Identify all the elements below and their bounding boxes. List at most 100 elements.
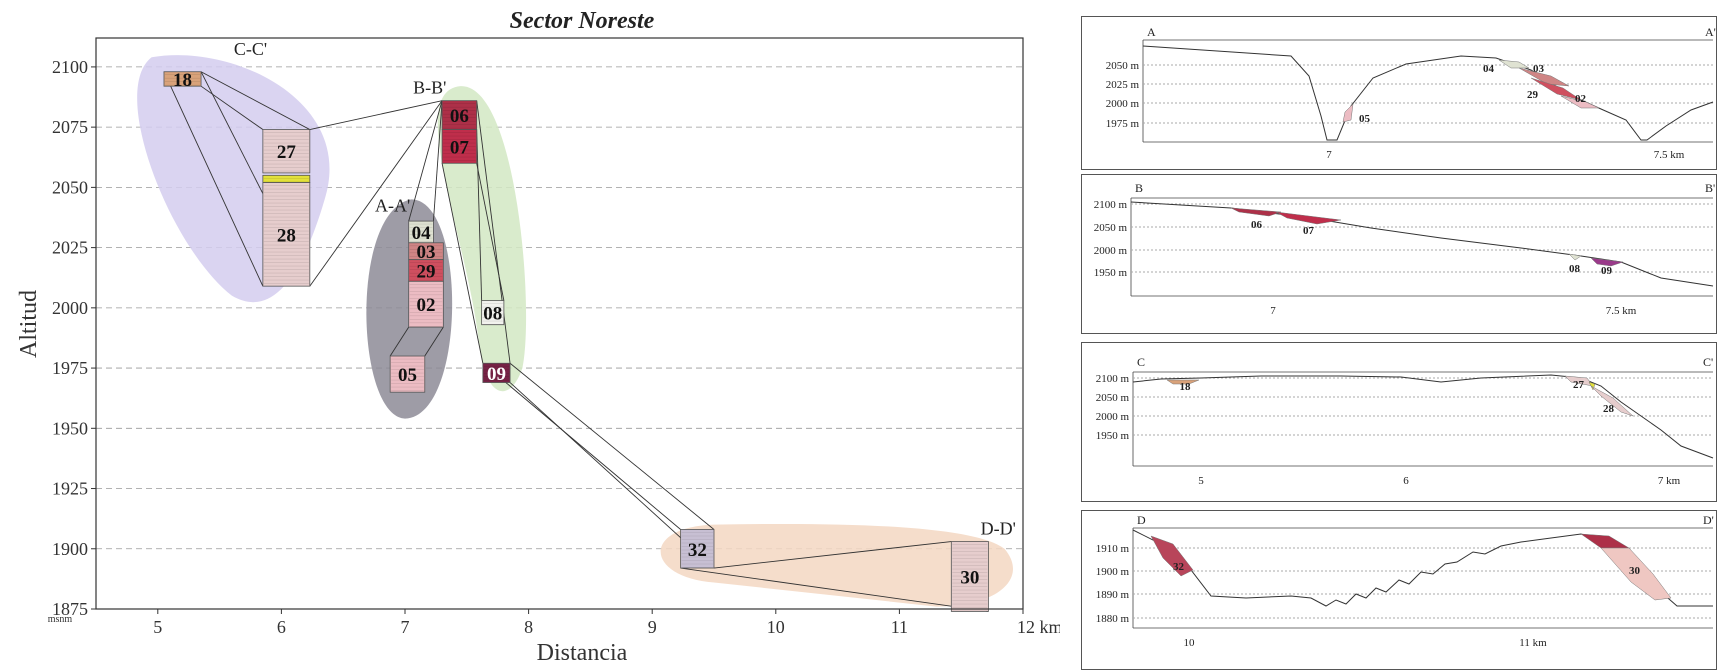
- unit-label: 09: [1601, 265, 1613, 277]
- unit-label: 29: [1527, 89, 1539, 101]
- y-tick-label: 1910 m: [1096, 543, 1130, 555]
- section-box: [163, 71, 202, 87]
- section-box: [408, 280, 444, 328]
- group-label: A-A': [375, 195, 410, 215]
- unit-06-shape: [1230, 207, 1282, 217]
- unit-label: 03: [1533, 63, 1545, 75]
- x-tick-label: 9: [648, 617, 657, 637]
- unit-label: 05: [1359, 113, 1371, 125]
- x-tick-label: 7: [401, 617, 410, 637]
- profile-panel-b: B B' 2100 m 2050 m 2000 m 1950 m 7 7.5 k…: [1081, 174, 1717, 334]
- section-box: [441, 129, 478, 164]
- y-tick-label: 1925: [52, 479, 88, 499]
- panel-start-label: D: [1137, 513, 1146, 527]
- panel-end-label: B': [1705, 181, 1715, 195]
- connector-line: [309, 100, 443, 287]
- section-box: [262, 174, 311, 183]
- connector-line: [200, 85, 264, 130]
- y-tick-label: 1975: [52, 358, 88, 378]
- x-axis-title: Distancia: [537, 640, 628, 666]
- x-tick-label: 7 km: [1658, 475, 1681, 487]
- connector-line: [441, 163, 484, 364]
- y-tick-label: 1900 m: [1096, 566, 1130, 578]
- unit-03-shape: [1518, 67, 1570, 87]
- unit-label: 27: [1573, 379, 1585, 391]
- x-tick-label: 12 km: [1017, 617, 1060, 637]
- section-label: 02: [417, 295, 436, 316]
- panel-border: [1081, 174, 1717, 334]
- y-tick-label: 2075: [52, 117, 88, 137]
- group-label: B-B': [413, 77, 446, 97]
- terrain-profile: [1132, 374, 1714, 459]
- section-label: 07: [450, 137, 470, 158]
- section-box: [262, 182, 311, 287]
- unit-label: 18: [1180, 381, 1192, 393]
- section-label: 04: [412, 223, 432, 244]
- section-label: 30: [960, 567, 979, 588]
- section-box: [680, 529, 715, 569]
- x-tick-label: 11: [891, 617, 908, 637]
- panel-border: [1081, 16, 1717, 170]
- unit-07-shape: [1275, 211, 1342, 225]
- plot-frame: [95, 37, 1024, 610]
- y-tick-label: 1975 m: [1106, 118, 1140, 130]
- y-tick-label: 1950 m: [1096, 430, 1130, 442]
- y-tick-label: 2050: [52, 177, 88, 197]
- y-tick-label: 1875: [52, 599, 88, 619]
- x-tick-label: 5: [153, 617, 162, 637]
- unit-32-shape: [1150, 535, 1194, 577]
- group-label: D-D': [981, 518, 1016, 538]
- chart-title: Sector Noreste: [510, 8, 655, 34]
- unit-label: 28: [1603, 403, 1615, 415]
- section-label: 18: [173, 70, 192, 91]
- panel-end-label: A': [1705, 25, 1716, 39]
- section-label: 05: [398, 365, 417, 386]
- section-label: 27: [277, 142, 297, 163]
- connector-line: [389, 326, 410, 357]
- unit-label: 07: [1303, 225, 1315, 237]
- x-tick-label: 7.5 km: [1606, 305, 1637, 317]
- unit-label: 32: [1173, 561, 1185, 573]
- x-tick-label: 7: [1270, 305, 1276, 317]
- terrain-profile: [1142, 45, 1714, 141]
- profile-panel-d: D D' 1910 m 1900 m 1890 m 1880 m 10 11 k…: [1081, 510, 1717, 670]
- unit-28-shape: [1590, 385, 1634, 417]
- unit-04-shape: [1498, 59, 1530, 69]
- connector-line: [509, 362, 715, 530]
- y-tick-label: 2025 m: [1106, 79, 1140, 91]
- y-tick-label: 1950: [52, 418, 88, 438]
- connector-line: [476, 129, 483, 301]
- panel-start-label: C: [1137, 355, 1145, 369]
- connector-line: [680, 567, 989, 612]
- panel-start-label: A: [1147, 25, 1156, 39]
- y-unit-label: msnm: [48, 614, 73, 625]
- connector-line: [509, 382, 715, 569]
- unit-label: 02: [1575, 93, 1587, 105]
- panel-border: [1081, 510, 1717, 670]
- y-tick-label: 1890 m: [1096, 589, 1130, 601]
- section-box: [262, 129, 311, 174]
- y-tick-label: 1880 m: [1096, 613, 1130, 625]
- panel-start-label: B: [1135, 181, 1143, 195]
- x-tick-label: 10: [1184, 637, 1196, 649]
- section-label: 09: [487, 364, 506, 385]
- y-tick-label: 2050 m: [1096, 392, 1130, 404]
- x-tick-label: 5: [1198, 475, 1204, 487]
- unit-label: 04: [1483, 63, 1495, 75]
- panel-end-label: D': [1703, 513, 1714, 527]
- unit-30-shape: [1600, 547, 1672, 601]
- y-axis-title: Altitud: [16, 290, 42, 358]
- panel-end-label: C': [1703, 355, 1713, 369]
- x-tick-label: 11 km: [1519, 637, 1547, 649]
- y-tick-label: 2100 m: [1096, 373, 1130, 385]
- connector-line: [476, 100, 511, 364]
- connector-line: [200, 71, 311, 130]
- section-box: [389, 355, 426, 393]
- section-label: 29: [417, 261, 436, 282]
- y-tick-label: 2100 m: [1094, 199, 1128, 211]
- profile-panel-c: C C' 2100 m 2050 m 2000 m 1950 m 5 6 7 k…: [1081, 342, 1717, 502]
